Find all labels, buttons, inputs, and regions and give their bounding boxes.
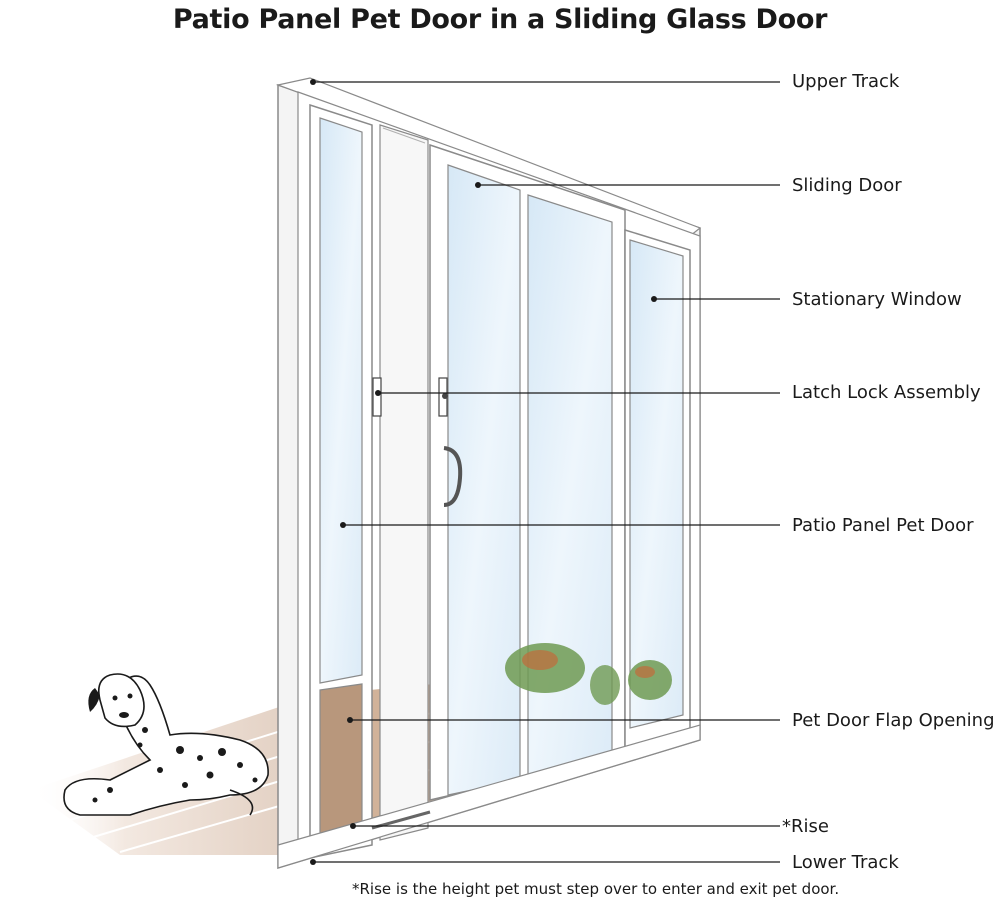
leader-dots <box>310 79 657 865</box>
label-patio-panel-pet-door: Patio Panel Pet Door <box>792 515 974 536</box>
leader-lines <box>313 81 780 863</box>
lower-track <box>277 724 701 869</box>
label-sliding-door: Sliding Door <box>792 175 902 196</box>
footnote: *Rise is the height pet must step over t… <box>352 880 840 898</box>
label-stationary-window: Stationary Window <box>792 289 962 310</box>
latch-lock-assembly <box>372 377 463 507</box>
stationary-window <box>624 228 691 749</box>
sliding-door <box>429 143 626 801</box>
label-latch-lock-assembly: Latch Lock Assembly <box>792 382 981 403</box>
label-lower-track: Lower Track <box>792 852 899 873</box>
dalmatian-dog-icon <box>63 673 269 816</box>
patio-panel-pet-door <box>309 103 373 859</box>
label-pet-door-flap-opening: Pet Door Flap Opening <box>792 710 995 731</box>
frame-jamb <box>379 124 429 841</box>
diagram-title: Patio Panel Pet Door in a Sliding Glass … <box>172 4 828 35</box>
label-rise: *Rise <box>782 816 829 837</box>
label-upper-track: Upper Track <box>792 71 900 92</box>
